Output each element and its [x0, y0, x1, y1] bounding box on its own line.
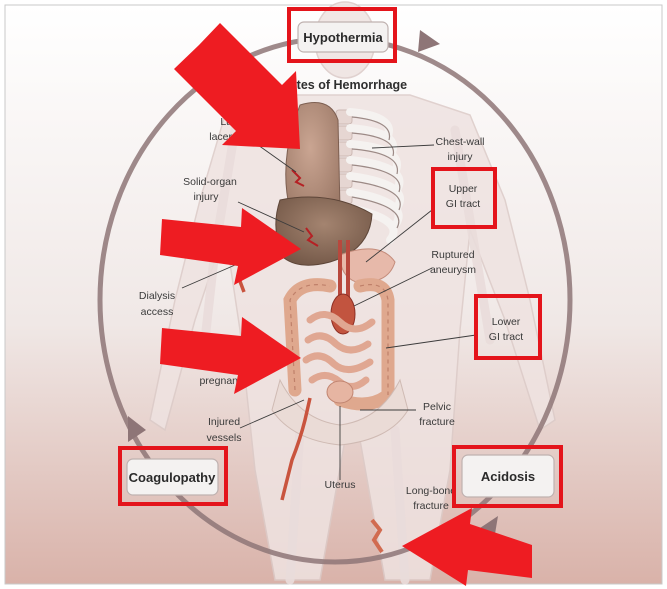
node-coagulopathy-label: Coagulopathy — [129, 470, 216, 485]
label-pelvic-2: fracture — [419, 416, 455, 428]
label-ruptured-2: aneurysm — [430, 264, 476, 276]
diagram-title: Sites of Hemorrhage — [285, 78, 407, 92]
label-chest-wall-1: Chest-wall — [435, 136, 484, 148]
label-upper-gi-2: GI tract — [446, 198, 481, 210]
label-pelvic-1: Pelvic — [423, 401, 451, 413]
node-acidosis: Acidosis — [462, 455, 554, 497]
uterus — [327, 381, 353, 403]
label-long-bone-2: fracture — [413, 500, 449, 512]
label-solid-organ-2: injury — [193, 191, 219, 203]
label-dialysis-2: access — [141, 306, 174, 318]
node-hypothermia-label: Hypothermia — [303, 30, 383, 45]
label-lower-gi-2: GI tract — [489, 331, 524, 343]
label-solid-organ-1: Solid-organ — [183, 176, 237, 188]
node-coagulopathy: Coagulopathy — [127, 459, 218, 495]
node-hypothermia: Hypothermia — [298, 22, 388, 52]
label-chest-wall-2: injury — [447, 151, 473, 163]
label-long-bone-1: Long-bone — [406, 485, 456, 497]
label-ruptured-1: Ruptured — [431, 249, 474, 261]
node-acidosis-label: Acidosis — [481, 469, 535, 484]
label-uterus: Uterus — [325, 479, 356, 491]
label-lower-gi-1: Lower — [492, 316, 521, 328]
label-upper-gi-1: Upper — [449, 183, 478, 195]
label-injured-2: vessels — [206, 432, 241, 444]
label-dialysis-1: Dialysis — [139, 290, 175, 302]
label-injured-1: Injured — [208, 416, 240, 428]
